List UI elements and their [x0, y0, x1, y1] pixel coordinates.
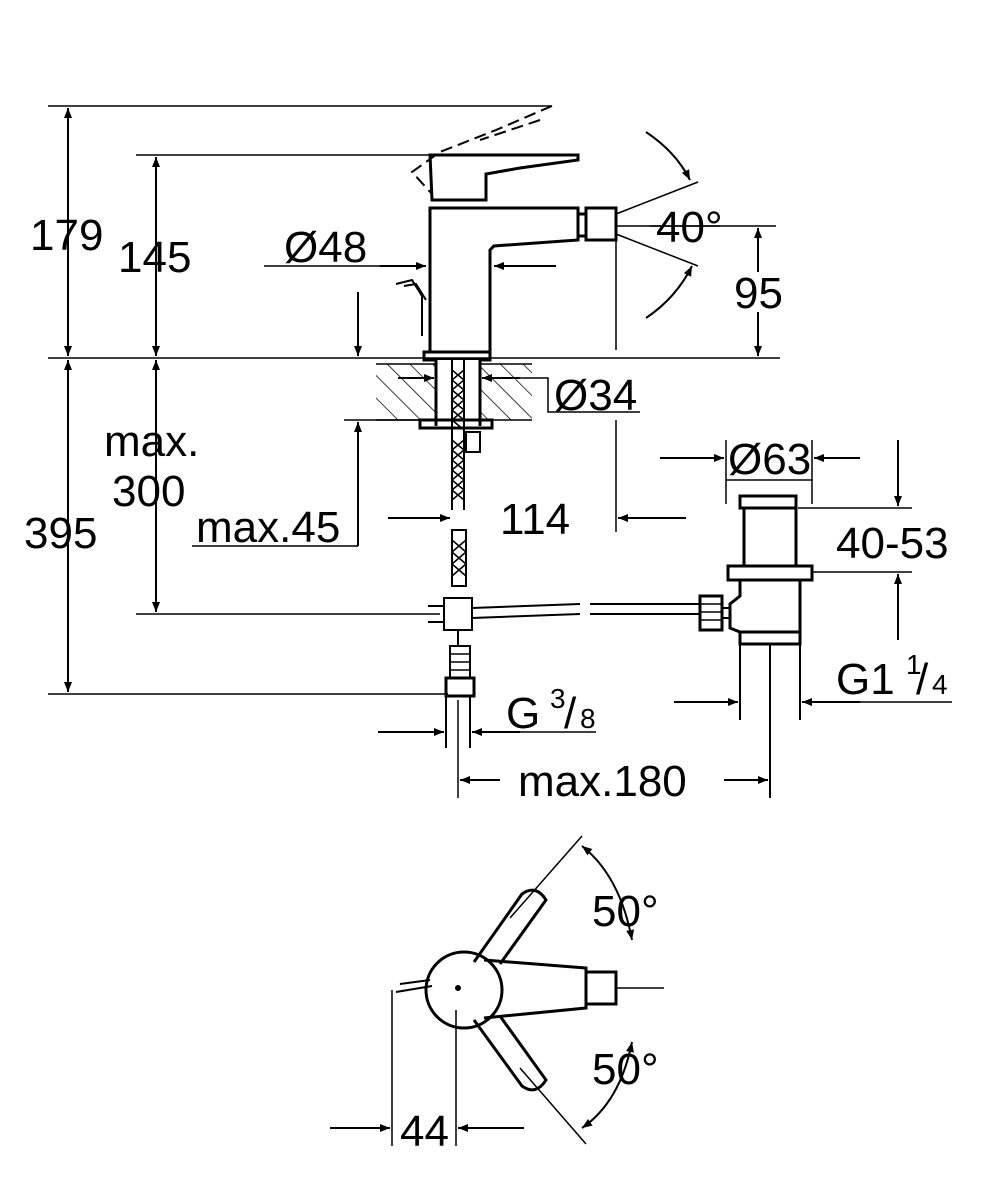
dim-114: 114 — [500, 495, 570, 544]
side-view — [48, 105, 952, 798]
dim-connection-den: 8 — [580, 703, 596, 734]
dim-angle-50-top: 50° — [592, 887, 659, 936]
dim-angle-50-bottom: 50° — [592, 1045, 659, 1094]
dim-300: 300 — [112, 467, 185, 516]
dim-waste-thread-num: 1 — [906, 649, 922, 680]
dim-145: 145 — [118, 233, 191, 282]
dim-connection-num: 3 — [550, 683, 566, 714]
dim-diameter-34: Ø34 — [554, 371, 637, 420]
dim-waste-thread-den: 4 — [932, 669, 948, 700]
dim-max-45: max.45 — [196, 503, 340, 552]
dim-connection-g: G — [506, 689, 540, 738]
dim-diameter-48: Ø48 — [284, 223, 367, 272]
dim-max-180: max.180 — [518, 757, 687, 806]
dim-angle-40: 40° — [656, 203, 723, 252]
dim-max-label: max. — [104, 417, 199, 466]
dim-waste-thread: G1 — [836, 655, 895, 704]
dim-connection-slash: / — [564, 689, 577, 738]
dim-waste-thread-slash: / — [916, 655, 929, 704]
dim-40-53: 40-53 — [836, 519, 949, 568]
dim-395: 395 — [24, 509, 97, 558]
dim-44: 44 — [400, 1107, 449, 1156]
dim-diameter-63: Ø63 — [728, 435, 811, 484]
top-view — [330, 835, 664, 1146]
dim-179: 179 — [30, 211, 103, 260]
dim-95: 95 — [734, 269, 783, 318]
